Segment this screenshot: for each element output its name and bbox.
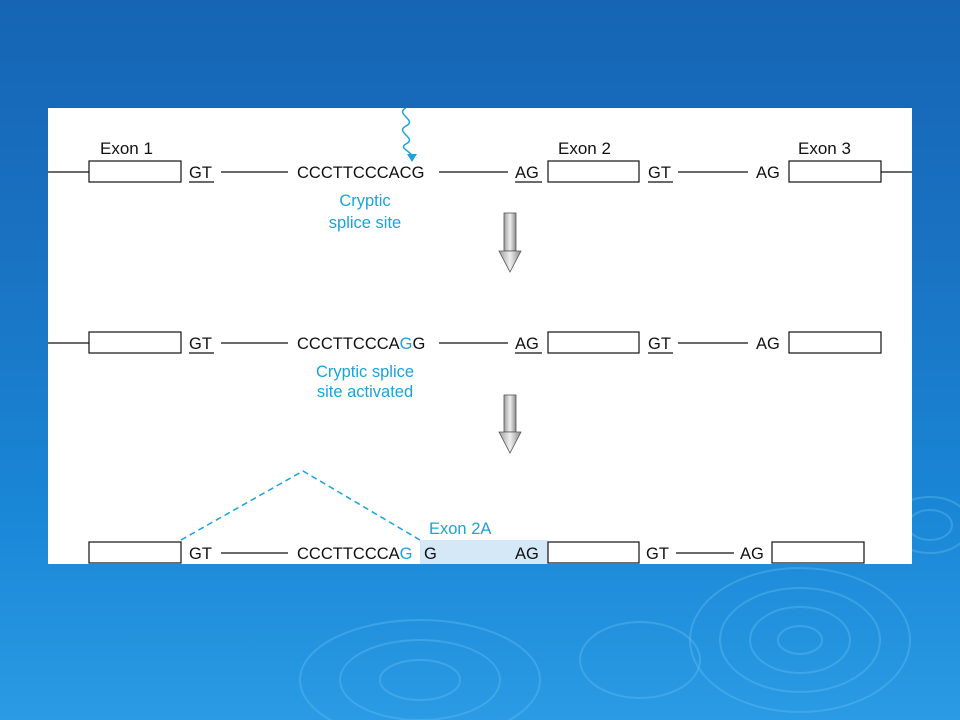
splicing-diagram: Exon 1 Exon 2 Exon 3 GT CCCTTCCCACG AG G… <box>48 108 912 564</box>
exon-1-label: Exon 1 <box>100 139 153 158</box>
ag-site-2: AG <box>515 545 539 563</box>
ripple-ring <box>339 639 501 720</box>
row-2-activated-site: GT CCCTTCCCAGG AG GT AG Cryptic splice s… <box>48 331 882 401</box>
exon-1-box <box>88 331 182 354</box>
ripple-ring <box>777 625 823 655</box>
cryptic-site-base: G <box>400 335 413 353</box>
cryptic-site-label-line2: splice site <box>329 214 401 232</box>
cryptic-site-base: G <box>400 545 413 563</box>
sequence-prefix: CCCTTCCCA <box>297 335 400 353</box>
diagram-panel: Exon 1 Exon 2 Exon 3 GT CCCTTCCCACG AG G… <box>48 108 912 564</box>
ag-site-3: AG <box>756 335 780 353</box>
exon-1-box <box>88 160 182 183</box>
ag-site-2: AG <box>515 164 539 182</box>
exon-2-box <box>547 331 640 354</box>
gt-site-2: GT <box>648 164 671 182</box>
arrow-shaft <box>503 212 517 252</box>
exon-2-label: Exon 2 <box>558 139 611 158</box>
sequence-end: G <box>413 335 426 353</box>
exon-2-box <box>547 541 640 564</box>
ripple-ring <box>719 587 881 693</box>
exon-3-box <box>788 331 882 354</box>
mutation-arrowhead <box>407 154 417 162</box>
ag-site-3: AG <box>740 545 764 563</box>
ripple-ring <box>379 659 461 701</box>
ripple-ring <box>907 509 953 541</box>
mutation-squiggle-arrow <box>401 108 413 157</box>
ripple-ring <box>299 619 541 720</box>
cryptic-site-label-line1: Cryptic <box>339 192 390 210</box>
exon-2a-region <box>420 540 548 564</box>
gt-site-1: GT <box>189 335 212 353</box>
exon-1-box <box>88 541 182 564</box>
exon-2a-label: Exon 2A <box>429 520 491 538</box>
row-1-original-gene: Exon 1 Exon 2 Exon 3 GT CCCTTCCCACG AG G… <box>48 108 912 232</box>
cryptic-activated-label-line1: Cryptic splice <box>316 363 414 381</box>
ag-site-3: AG <box>756 164 780 182</box>
row-3-aberrant-splicing: Exon 2A GT CCCTTCCCAG G AG GT AG <box>88 470 865 564</box>
ag-site-2: AG <box>515 335 539 353</box>
exon-3-box <box>771 541 865 564</box>
process-arrow-1 <box>498 212 522 273</box>
exon-3-label: Exon 3 <box>798 139 851 158</box>
gt-site-2: GT <box>646 545 669 563</box>
intron-sequence: CCCTTCCCAG <box>297 545 413 563</box>
exon-3-box <box>788 160 882 183</box>
cryptic-activated-label-line2: site activated <box>317 383 413 401</box>
arrow-head <box>498 431 522 454</box>
sequence-prefix: CCCTTCCCA <box>297 545 400 563</box>
intron-sequence: CCCTTCCCAGG <box>297 335 425 353</box>
exon-2a-start-base: G <box>424 545 437 563</box>
ripple-ring <box>749 606 851 674</box>
gt-site-1: GT <box>189 545 212 563</box>
gt-site-1: GT <box>189 164 212 182</box>
splice-join-dashed-line <box>180 470 421 541</box>
process-arrow-2 <box>498 394 522 454</box>
ripple-ring <box>579 621 701 699</box>
intron-sequence: CCCTTCCCACG <box>297 164 424 182</box>
arrow-head <box>498 250 522 273</box>
ripple-ring <box>689 567 911 713</box>
arrow-shaft <box>503 394 517 433</box>
gt-site-2: GT <box>648 335 671 353</box>
exon-2-box <box>547 160 640 183</box>
